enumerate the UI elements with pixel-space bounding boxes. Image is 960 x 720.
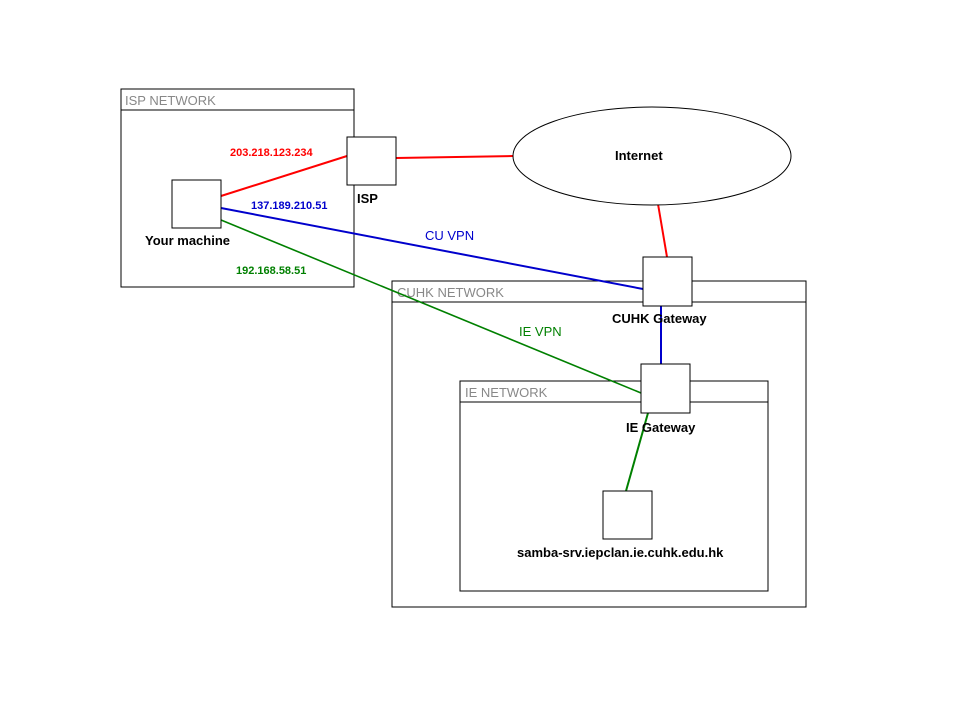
cuhk-gateway-label: CUHK Gateway — [612, 311, 707, 326]
cu-vpn-label: CU VPN — [425, 228, 474, 243]
cu-vpn-link — [220, 207, 662, 364]
samba-server-box — [602, 490, 653, 540]
isp-network-region: ISP NETWORK — [120, 88, 355, 288]
samba-server-label: samba-srv.iepclan.ie.cuhk.edu.hk — [517, 545, 724, 560]
isp-network-title: ISP NETWORK — [125, 93, 216, 108]
cu-vpn-ip-label: 137.189.210.51 — [251, 200, 327, 212]
public-link — [220, 155, 668, 258]
ie-gateway-box — [640, 363, 691, 414]
ie-vpn-link — [220, 219, 649, 492]
ie-gateway-label: IE Gateway — [626, 420, 696, 435]
your-machine-box — [171, 179, 222, 229]
isp-label: ISP — [357, 191, 378, 206]
cuhk-network-title: CUHK NETWORK — [397, 285, 504, 300]
your-machine-label: Your machine — [145, 233, 230, 248]
cuhk-gateway-box — [642, 256, 693, 307]
ie-network-region: IE NETWORK — [459, 380, 769, 592]
internet-ellipse — [512, 106, 792, 206]
ie-vpn-ip-label: 192.168.58.51 — [236, 265, 306, 277]
public-ip-label: 203.218.123.234 — [230, 147, 313, 159]
ie-network-title: IE NETWORK — [465, 385, 548, 400]
ie-vpn-label: IE VPN — [519, 324, 562, 339]
internet-label: Internet — [615, 148, 663, 163]
isp-box — [346, 136, 397, 186]
